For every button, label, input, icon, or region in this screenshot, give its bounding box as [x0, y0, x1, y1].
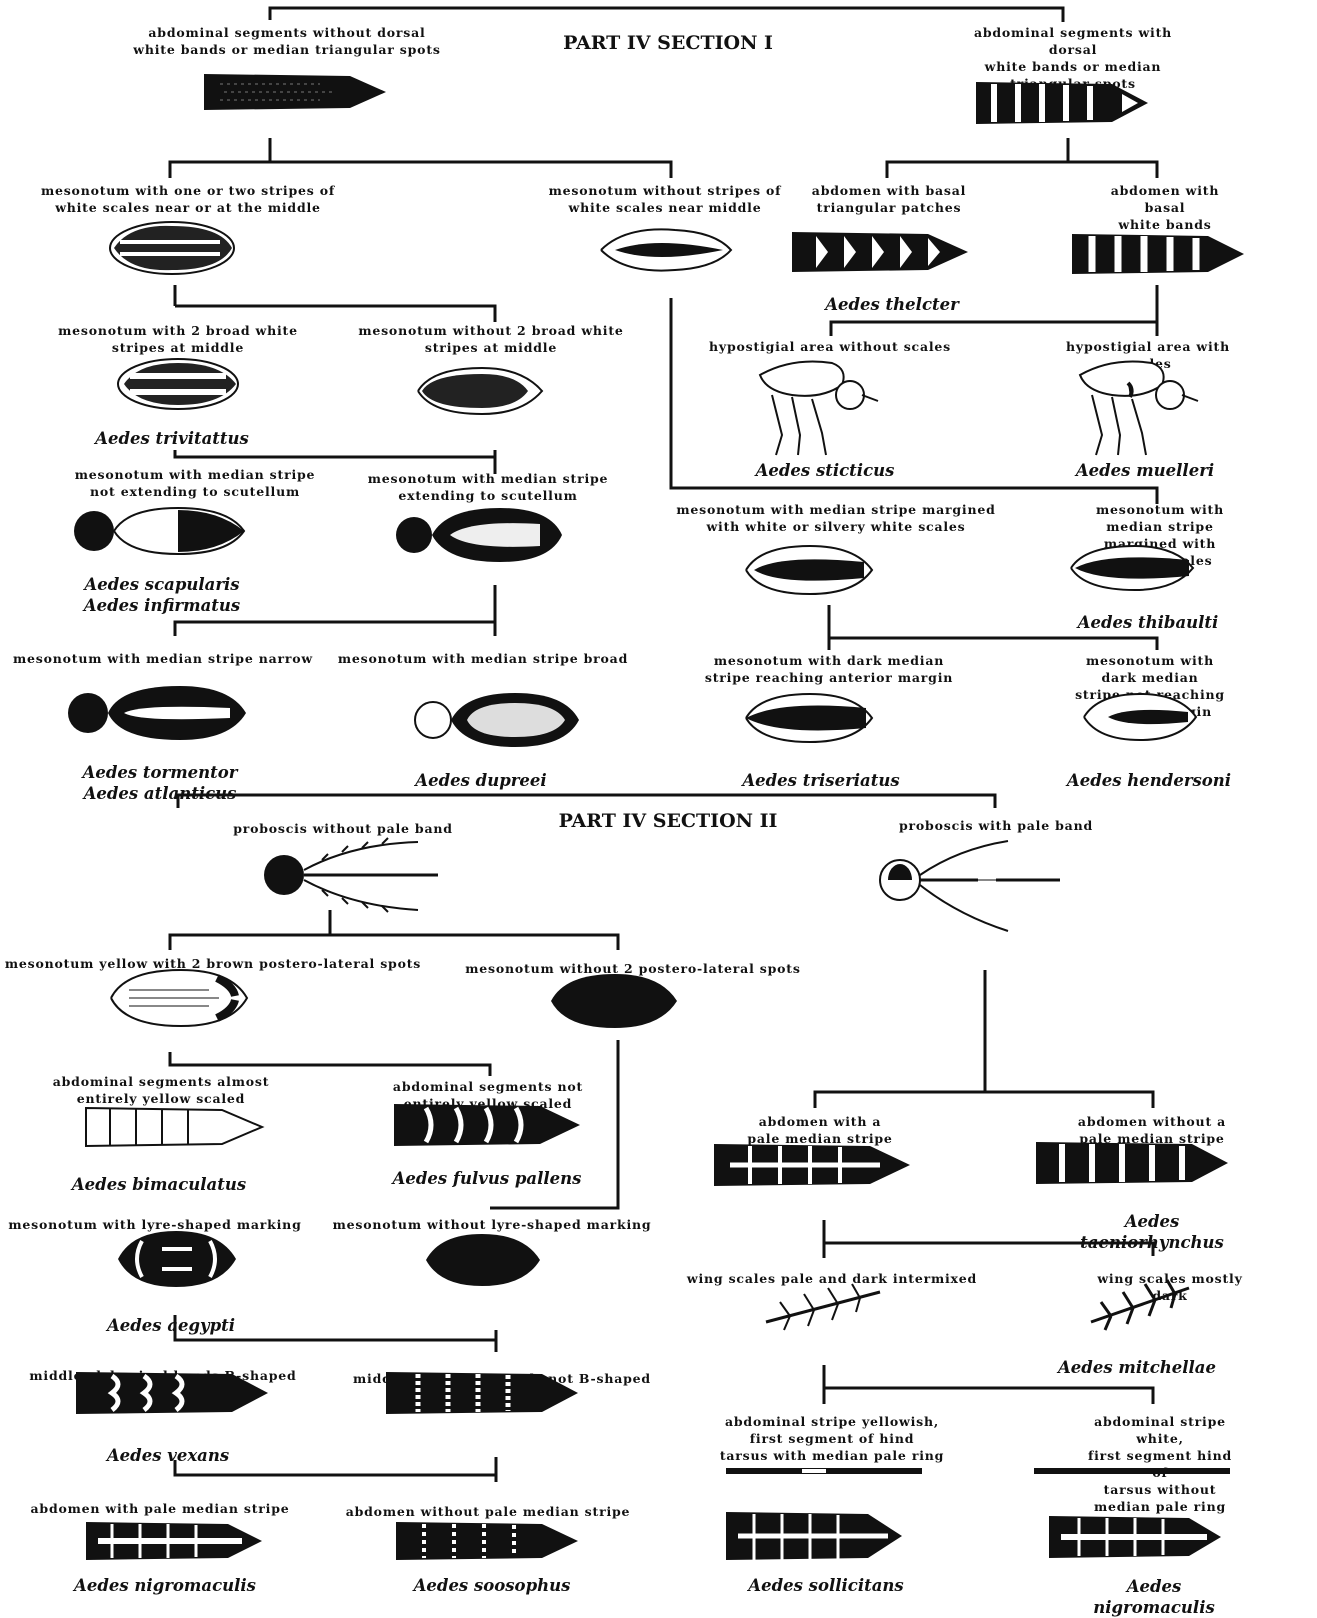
species-name: Aedes aegypti	[106, 1316, 236, 1335]
species-name: Aedes scapularis Aedes infirmatus	[83, 575, 241, 615]
couplet-label: abdomen without pale median stripe	[345, 1504, 631, 1519]
abdomen-triangular-patches-illustration	[792, 232, 968, 272]
mesonotum-lyre-shaped-illustration	[118, 1231, 236, 1287]
couplet-label: mesonotum with median stripe broad	[337, 651, 629, 666]
couplet-label: abdomen with a pale median stripe	[747, 1114, 893, 1146]
species-name: Aedes soosophus	[413, 1576, 571, 1595]
abdomen-without-pale-median-stripe-illustration	[1036, 1142, 1228, 1184]
couplet-label: mesonotum with 2 broad white stripes at …	[58, 323, 298, 355]
mesonotum-without-broad-stripes-illustration	[417, 366, 544, 416]
section-two-heading: PART IV SECTION II	[558, 810, 778, 832]
species-name: Aedes triseriatus	[742, 771, 900, 790]
couplet-label: abdomen with basal white bands	[1110, 183, 1220, 232]
wing-intermixed-scales-illustration	[765, 1283, 881, 1331]
mesonotum-two-stripes-illustration	[109, 221, 235, 275]
abdomen-nigromaculis-illustration	[86, 1522, 262, 1560]
mesonotum-yellow-two-spots-illustration	[110, 968, 249, 1028]
wing-dark-scales-illustration	[1090, 1279, 1190, 1331]
mesonotum-golden-margin-illustration	[1070, 544, 1195, 592]
head-proboscis-without-pale-band-illustration	[264, 837, 438, 913]
abdomen-not-yellow-scaled-illustration	[394, 1104, 580, 1146]
mesonotum-no-stripes-illustration	[600, 228, 733, 272]
abdomen-pale-median-stripe-illustration	[714, 1144, 910, 1186]
hind-tarsus-no-pale-ring-illustration	[1034, 1468, 1230, 1474]
abdomen-yellow-scaled-illustration	[85, 1106, 265, 1148]
species-name: Aedes sollicitans	[748, 1576, 904, 1595]
mesonotum-dark-illustration	[551, 974, 677, 1028]
hind-tarsus-pale-ring-illustration	[726, 1468, 922, 1474]
thorax-side-view-sticticus-illustration	[758, 360, 879, 456]
couplet-label: mesonotum with dark median stripe reachi…	[704, 653, 954, 685]
couplet-label: abdominal segments without dorsal white …	[133, 25, 441, 57]
thorax-side-view-muelleri-illustration	[1078, 360, 1199, 456]
mesonotum-no-lyre-illustration	[426, 1234, 540, 1286]
species-name: Aedes trivitattus	[95, 429, 249, 448]
abdomen-not-b-shaped-bands-illustration	[386, 1372, 578, 1414]
couplet-label: abdominal stripe white, first segment hi…	[1087, 1414, 1233, 1514]
abdomen-b-shaped-bands-illustration	[76, 1372, 268, 1414]
couplet-label: mesonotum with median stripe not extendi…	[74, 467, 316, 499]
couplet-label: abdomen with pale median stripe	[30, 1501, 290, 1516]
species-name: Aedes fulvus pallens	[392, 1169, 582, 1188]
mesonotum-broad-stripes-illustration	[117, 358, 239, 410]
species-name: Aedes hendersoni	[1066, 771, 1232, 790]
species-name: Aedes dupreei	[415, 771, 547, 790]
mesonotum-broad-stripe-illustration	[414, 693, 579, 747]
couplet-label: mesonotum without 2 broad white stripes …	[358, 323, 624, 355]
abdomen-dark-illustration	[204, 74, 386, 110]
couplet-label: abdomen with basal triangular patches	[811, 183, 967, 215]
couplet-label: hypostigial area without scales	[709, 339, 951, 354]
couplet-label: wing scales pale and dark intermixed	[686, 1271, 978, 1286]
mesonotum-scapularis-illustration	[74, 506, 246, 556]
species-name: Aedes muelleri	[1075, 461, 1215, 480]
species-name: Aedes tormentor Aedes atlanticus	[82, 763, 238, 803]
couplet-label: proboscis without pale band	[233, 821, 453, 836]
couplet-label: mesonotum with one or two stripes of whi…	[40, 183, 336, 215]
species-name: Aedes sticticus	[755, 461, 895, 480]
couplet-label: proboscis with pale band	[898, 818, 1094, 833]
species-name: Aedes thibaulti	[1077, 613, 1219, 632]
couplet-label: mesonotum yellow with 2 brown postero-la…	[4, 956, 422, 971]
couplet-label: mesonotum with median stripe extending t…	[367, 471, 609, 503]
mesonotum-hendersoni-illustration	[1083, 692, 1198, 742]
section-one-heading: PART IV SECTION I	[563, 32, 773, 54]
mesonotum-silvery-margin-illustration	[745, 544, 874, 596]
couplet-label: abdominal segments almost entirely yello…	[52, 1074, 270, 1106]
couplet-label: mesonotum without lyre-shaped marking	[332, 1217, 652, 1232]
abdomen-soosophus-illustration	[396, 1522, 578, 1560]
couplet-label: mesonotum without stripes of white scale…	[548, 183, 782, 215]
species-name: Aedes bimaculatus	[71, 1175, 247, 1194]
mesonotum-triseriatus-illustration	[745, 692, 874, 744]
abdomen-sollicitans-illustration	[726, 1512, 902, 1560]
couplet-label: mesonotum without 2 postero-lateral spot…	[465, 961, 801, 976]
abdomen-nigromaculis-white-stripe-illustration	[1049, 1516, 1221, 1558]
species-name: Aedes mitchellae	[1058, 1358, 1216, 1377]
couplet-label: mesonotum with median stripe margined wi…	[676, 502, 996, 534]
abdomen-white-bands-illustration	[1072, 234, 1244, 274]
species-name: Aedes thelcter	[825, 295, 959, 314]
couplet-label: mesonotum with median stripe narrow	[13, 651, 313, 666]
species-name: Aedes nigromaculis	[74, 1576, 256, 1595]
couplet-label: abdominal stripe yellowish, first segmen…	[719, 1414, 945, 1463]
mesonotum-narrow-stripe-illustration	[68, 686, 246, 740]
species-name: Aedes nigromaculis	[1093, 1577, 1215, 1617]
couplet-label: abdomen without a pale median stripe	[1077, 1114, 1227, 1146]
couplet-label: mesonotum with lyre-shaped marking	[8, 1217, 302, 1232]
mesonotum-stripe-to-scutellum-illustration	[396, 508, 562, 562]
species-name: Aedes taeniorhynchus	[1080, 1212, 1224, 1252]
species-name: Aedes vexans	[106, 1446, 230, 1465]
head-proboscis-with-pale-band-illustration	[879, 840, 1060, 932]
abdomen-banded-illustration	[976, 82, 1148, 124]
